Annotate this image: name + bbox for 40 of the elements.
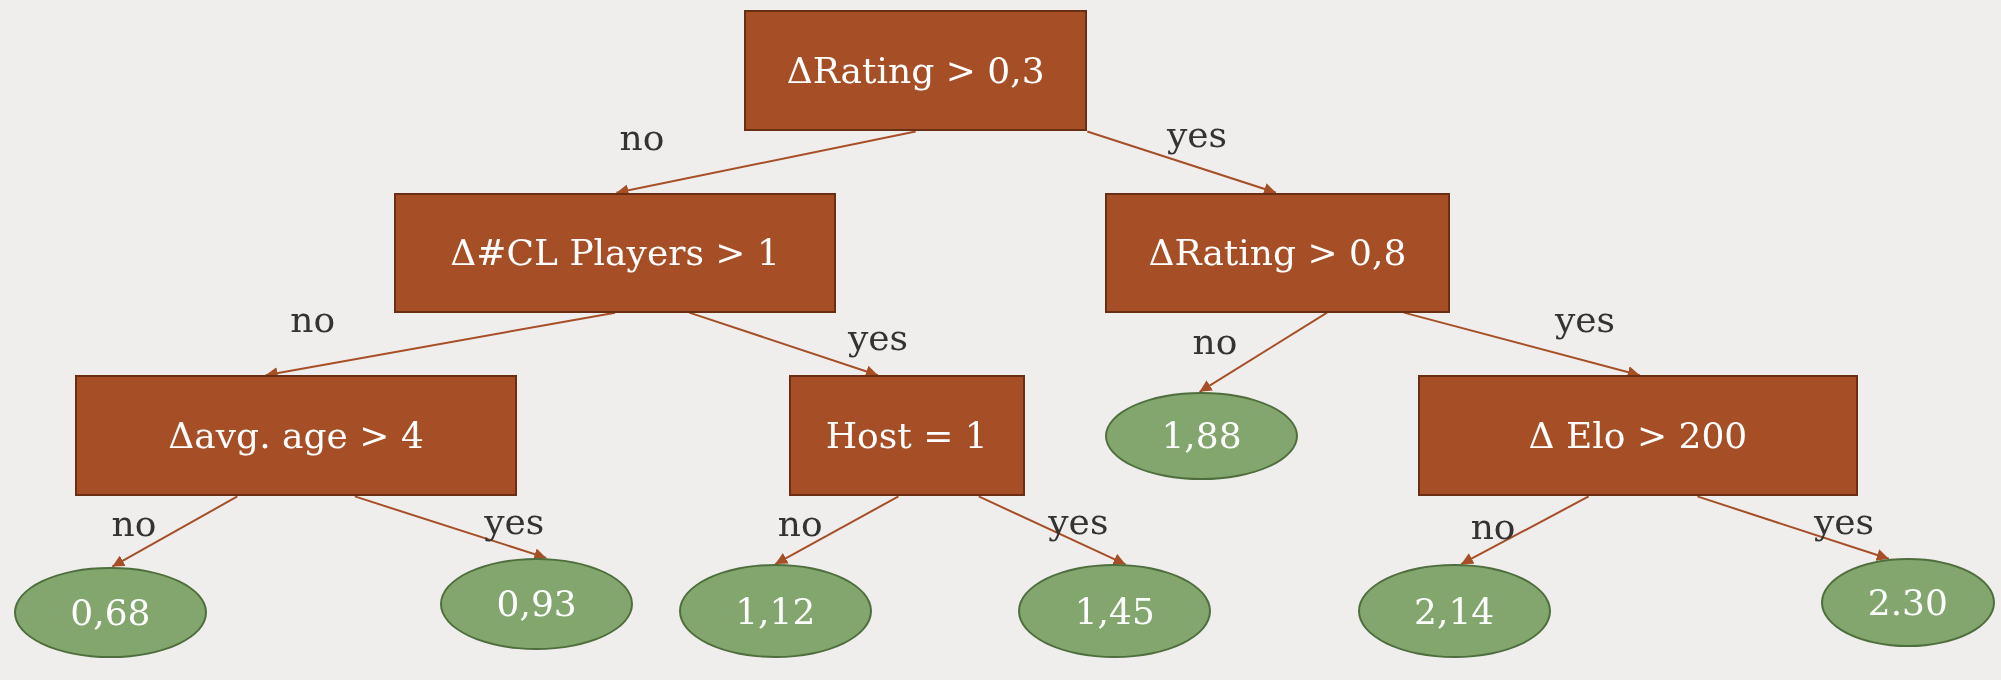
edge-label: yes xyxy=(1048,503,1109,540)
split-condition: ΔRating > 0,3 xyxy=(786,50,1045,92)
edge-label: no xyxy=(1192,324,1238,360)
leaf-value: 2.30 xyxy=(1867,581,1948,623)
arrow xyxy=(977,495,1127,566)
decision-box xyxy=(1105,192,1450,313)
split-condition: Host = 1 xyxy=(825,415,988,457)
edge-label: yes xyxy=(1813,503,1875,540)
edge-label: no xyxy=(777,506,823,543)
decision-box xyxy=(75,375,517,497)
arrow xyxy=(774,495,900,566)
leaf-value: 1,45 xyxy=(1074,590,1155,632)
edge-label: no xyxy=(619,119,665,156)
decision-box xyxy=(394,192,836,313)
edge-label: yes xyxy=(847,320,909,357)
decision-box xyxy=(744,10,1088,132)
arrow xyxy=(111,495,239,568)
edge-label: no xyxy=(111,506,157,543)
leaf-value: 1,88 xyxy=(1161,415,1242,457)
split-condition: Δ#CL Players > 1 xyxy=(450,232,780,274)
edge-label: no xyxy=(1470,509,1516,546)
leaf-value: 2,14 xyxy=(1414,590,1495,632)
edge-label: yes xyxy=(1554,302,1616,339)
decision-box xyxy=(1417,375,1859,497)
arrow xyxy=(1460,495,1590,566)
arrow xyxy=(1402,311,1641,378)
leaf-value: 0,68 xyxy=(70,592,151,634)
arrow xyxy=(353,495,548,560)
split-condition: ΔRating > 0,8 xyxy=(1148,232,1407,274)
arrow xyxy=(688,311,879,378)
leaf-value: 1,12 xyxy=(735,590,816,632)
arrow xyxy=(1086,130,1278,195)
edge-label: yes xyxy=(1166,117,1228,154)
split-condition: Δ Elo > 200 xyxy=(1528,415,1748,457)
edge-label: yes xyxy=(484,503,545,540)
leaf-value: 0,93 xyxy=(496,583,577,625)
split-condition: Δavg. age > 4 xyxy=(168,415,424,457)
arrow xyxy=(1198,311,1329,393)
edge-label: no xyxy=(290,302,336,339)
decision-box xyxy=(788,375,1025,497)
